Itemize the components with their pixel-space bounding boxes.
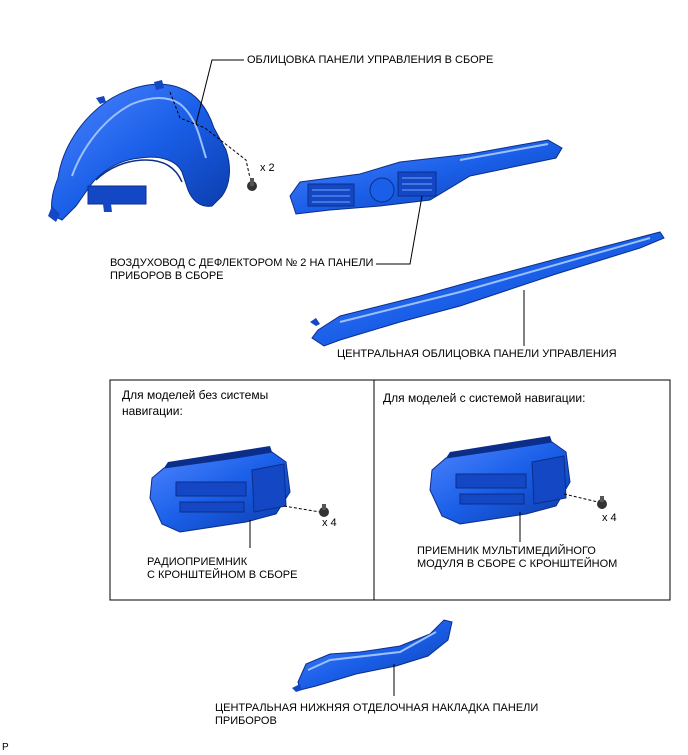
multimedia-receiver-part [429, 436, 571, 525]
bolt-right-dashed-line [563, 493, 599, 503]
label-radio-receiver: РАДИОПРИЕМНИК С КРОНШТЕЙНОМ В СБОРЕ [147, 556, 298, 581]
bolt-left-dashed-line [283, 505, 321, 513]
variant-box-frame [109, 379, 671, 601]
bolt-right-icon [597, 496, 607, 509]
lower-center-garnish-part [292, 619, 453, 692]
air-duct-deflector-part [289, 139, 563, 215]
label-center-cluster-panel: ЦЕНТРАЛЬНАЯ ОБЛИЦОВКА ПАНЕЛИ УПРАВЛЕНИЯ [337, 348, 617, 360]
label-screw-count-top: x 2 [260, 162, 275, 174]
box-left-title: Для моделей без системы навигации: [122, 388, 269, 418]
label-bolt-count-right: x 4 [602, 512, 617, 524]
label-lower-garnish: ЦЕНТРАЛЬНАЯ НИЖНЯЯ ОТДЕЛОЧНАЯ НАКЛАДКА П… [215, 702, 539, 727]
label-cluster-finish-panel: ОБЛИЦОВКА ПАНЕЛИ УПРАВЛЕНИЯ В СБОРЕ [247, 54, 494, 66]
corner-code: P [2, 742, 9, 753]
center-cluster-finish-panel-part [310, 231, 665, 347]
instrument-cluster-finish-panel-part [48, 80, 230, 222]
label-air-duct: ВОЗДУХОВОД С ДЕФЛЕКТОРОМ № 2 НА ПАНЕЛИ П… [110, 257, 374, 282]
label-bolt-count-left: x 4 [322, 517, 337, 529]
leader-air-duct [376, 195, 423, 265]
screw-top-icon [247, 178, 257, 191]
radio-receiver-part [149, 446, 291, 533]
leader-cluster-panel [195, 59, 244, 125]
label-multimedia-receiver: ПРИЕМНИК МУЛЬТИМЕДИЙНОГО МОДУЛЯ В СБОРЕ … [417, 545, 618, 570]
bolt-left-icon [319, 504, 329, 517]
box-right-title: Для моделей с системой навигации: [383, 391, 586, 405]
screw-top-dashed-line [169, 91, 251, 179]
